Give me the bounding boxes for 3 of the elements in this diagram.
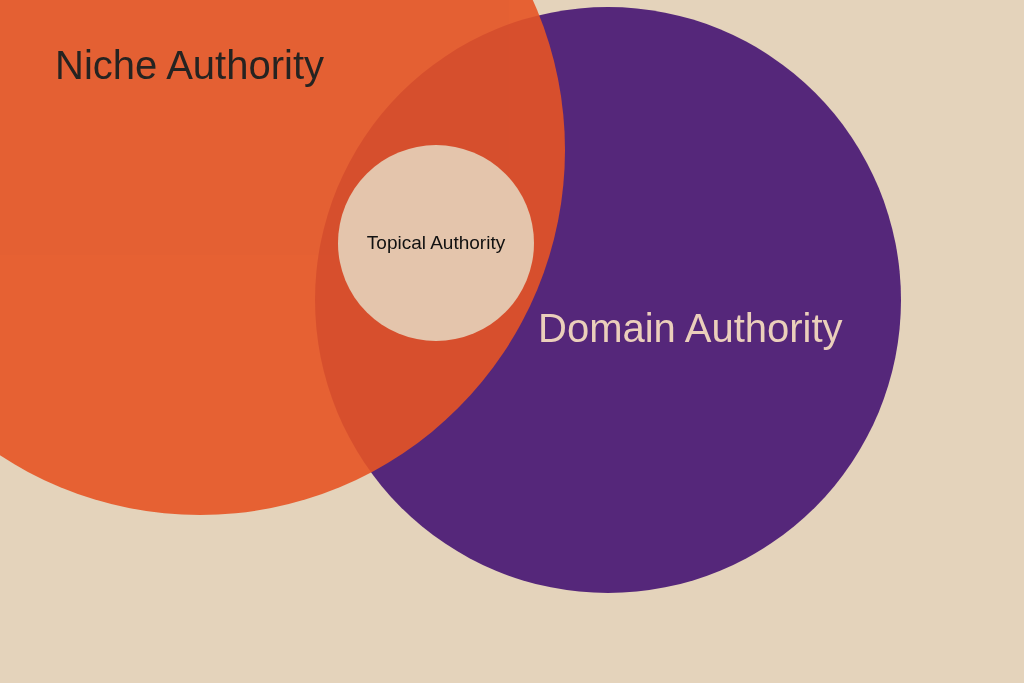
circle-label: Niche Authority — [55, 43, 325, 87]
circle-label: Topical Authority — [366, 232, 506, 254]
circle-label: Domain Authority — [538, 306, 843, 350]
